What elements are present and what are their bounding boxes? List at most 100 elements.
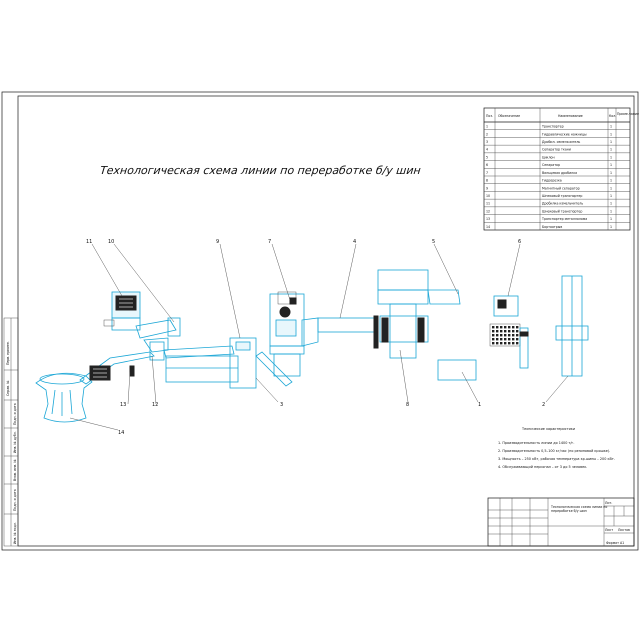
- table-cell: Сепаратор: [542, 163, 560, 167]
- grid-cell: [496, 326, 499, 329]
- grid-cell: [504, 338, 507, 341]
- grid-cell: [516, 334, 519, 337]
- tech-note-line: 3. Мощность – 250 кВт, рабочая температу…: [498, 457, 615, 461]
- callout-label: 1: [478, 402, 481, 408]
- parts-table: Поз. Обозначение Наименование Кол. Приме…: [483, 107, 639, 231]
- stamp-label: Подп. и дата: [13, 489, 17, 511]
- grid-cell: [504, 326, 507, 329]
- grid-cell: [508, 326, 511, 329]
- grid-cell: [508, 342, 511, 345]
- table-cell: 1: [610, 163, 612, 167]
- table-cell: 1: [610, 155, 612, 159]
- callout-label: 9: [216, 239, 219, 245]
- table-cell: 8: [486, 179, 488, 183]
- table-cell: 1: [610, 225, 612, 229]
- table-header: Наименование: [558, 114, 583, 118]
- stamp-label: Инв. № дубл.: [13, 431, 17, 453]
- table-cell: 1: [610, 217, 612, 221]
- table-cell: 14: [486, 225, 490, 229]
- grid-cell: [496, 338, 499, 341]
- grid-cell: [512, 330, 515, 333]
- grid-cell: [500, 330, 503, 333]
- table-cell: 1: [610, 194, 612, 198]
- grid-cell: [516, 326, 519, 329]
- grid-cell: [512, 334, 515, 337]
- table-cell: 5: [486, 155, 488, 159]
- callout-label: 10: [108, 239, 114, 245]
- table-cell: 3: [486, 140, 488, 144]
- separator-6: [489, 295, 529, 369]
- table-cell: Шнековый транспортер: [542, 209, 582, 213]
- grid-cell: [492, 334, 495, 337]
- grid-cell: [500, 342, 503, 345]
- table-cell: Магнитный сепаратор: [542, 186, 580, 190]
- crusher-11: [103, 291, 181, 353]
- callout-label: 14: [118, 430, 124, 436]
- table-cell: 1: [610, 209, 612, 213]
- grid-cell: [508, 330, 511, 333]
- tech-notes: Технические характеристики 1. Производит…: [498, 427, 615, 469]
- grid-cell: [504, 342, 507, 345]
- bead-breaker: [35, 351, 155, 423]
- grid-cell: [512, 326, 515, 329]
- stamp-label: Инв. № подл.: [13, 522, 17, 544]
- grid-cell: [492, 342, 495, 345]
- grid-cell: [504, 330, 507, 333]
- table-header: Поз.: [486, 114, 493, 118]
- grid-cell: [516, 330, 519, 333]
- table-cell: 12: [486, 209, 490, 213]
- grid-cell: [492, 338, 495, 341]
- table-cell: Вальцевая дробилка: [542, 171, 577, 175]
- grid-cell: [496, 342, 499, 345]
- table-cell: 10: [486, 194, 490, 198]
- table-cell: 7: [486, 171, 488, 175]
- grid-cell: [512, 342, 515, 345]
- table-cell: 9: [486, 186, 488, 190]
- table-cell: 1: [610, 140, 612, 144]
- table-cell: 6: [486, 163, 488, 167]
- hydraulic-shears: [555, 275, 589, 377]
- table-cell: 1: [610, 179, 612, 183]
- tech-notes-heading: Технические характеристики: [521, 427, 575, 431]
- table-cell: Циклон: [542, 155, 555, 159]
- table-header: Приме-чание: [617, 112, 639, 116]
- table-cell: Шнековый транспортер: [542, 194, 582, 198]
- table-header: Кол.: [609, 114, 616, 118]
- outer-border: [1, 91, 639, 551]
- table-cell: 2: [486, 132, 488, 136]
- table-cell: 1: [610, 132, 612, 136]
- table-cell: 11: [486, 202, 490, 206]
- table-cell: 13: [486, 217, 490, 221]
- callouts: 11 10 9 7 4 5 3 13 12 14 8 1 6 2: [86, 239, 545, 436]
- magnetic-separator: [149, 337, 293, 389]
- tech-note-line: 2. Производительность 0,5–100 кг/час (по…: [498, 449, 610, 453]
- callout-label: 13: [120, 402, 126, 408]
- title-block-stage: Лит.: [605, 501, 612, 505]
- scrap-conveyor: [89, 365, 135, 381]
- stamp-label: Справ. №: [6, 380, 10, 396]
- grid-cell: [500, 338, 503, 341]
- table-cell: 4: [486, 148, 488, 152]
- grid-cell: [496, 334, 499, 337]
- grid-cell: [504, 334, 507, 337]
- table-cell: Дробил. измельчитель: [542, 140, 580, 144]
- grid-cell: [496, 330, 499, 333]
- callout-label: 12: [152, 402, 158, 408]
- conveyor-1: [437, 359, 477, 381]
- title-block-name: Технологическая схема линии по переработ…: [550, 505, 608, 513]
- table-cell: Сепаратор ткани: [542, 148, 571, 152]
- grid-cell: [512, 338, 515, 341]
- grid-cell: [516, 338, 519, 341]
- stamp-label: Взам. инв. №: [13, 459, 17, 481]
- title-block-sheets: Листов: [618, 528, 630, 532]
- table-cell: 1: [610, 186, 612, 190]
- callout-label: 7: [268, 239, 271, 245]
- grid-cell: [508, 338, 511, 341]
- tech-note-line: 4. Обслуживающий персонал – от 3 до 5 че…: [498, 465, 587, 469]
- table-cell: Гидрорезка: [542, 179, 562, 183]
- title-block-format: Формат А1: [606, 541, 624, 545]
- callout-label: 4: [353, 239, 356, 245]
- table-cell: Дробилка измельчитель: [542, 202, 583, 206]
- table-cell: Гидравлические ножницы: [542, 132, 587, 136]
